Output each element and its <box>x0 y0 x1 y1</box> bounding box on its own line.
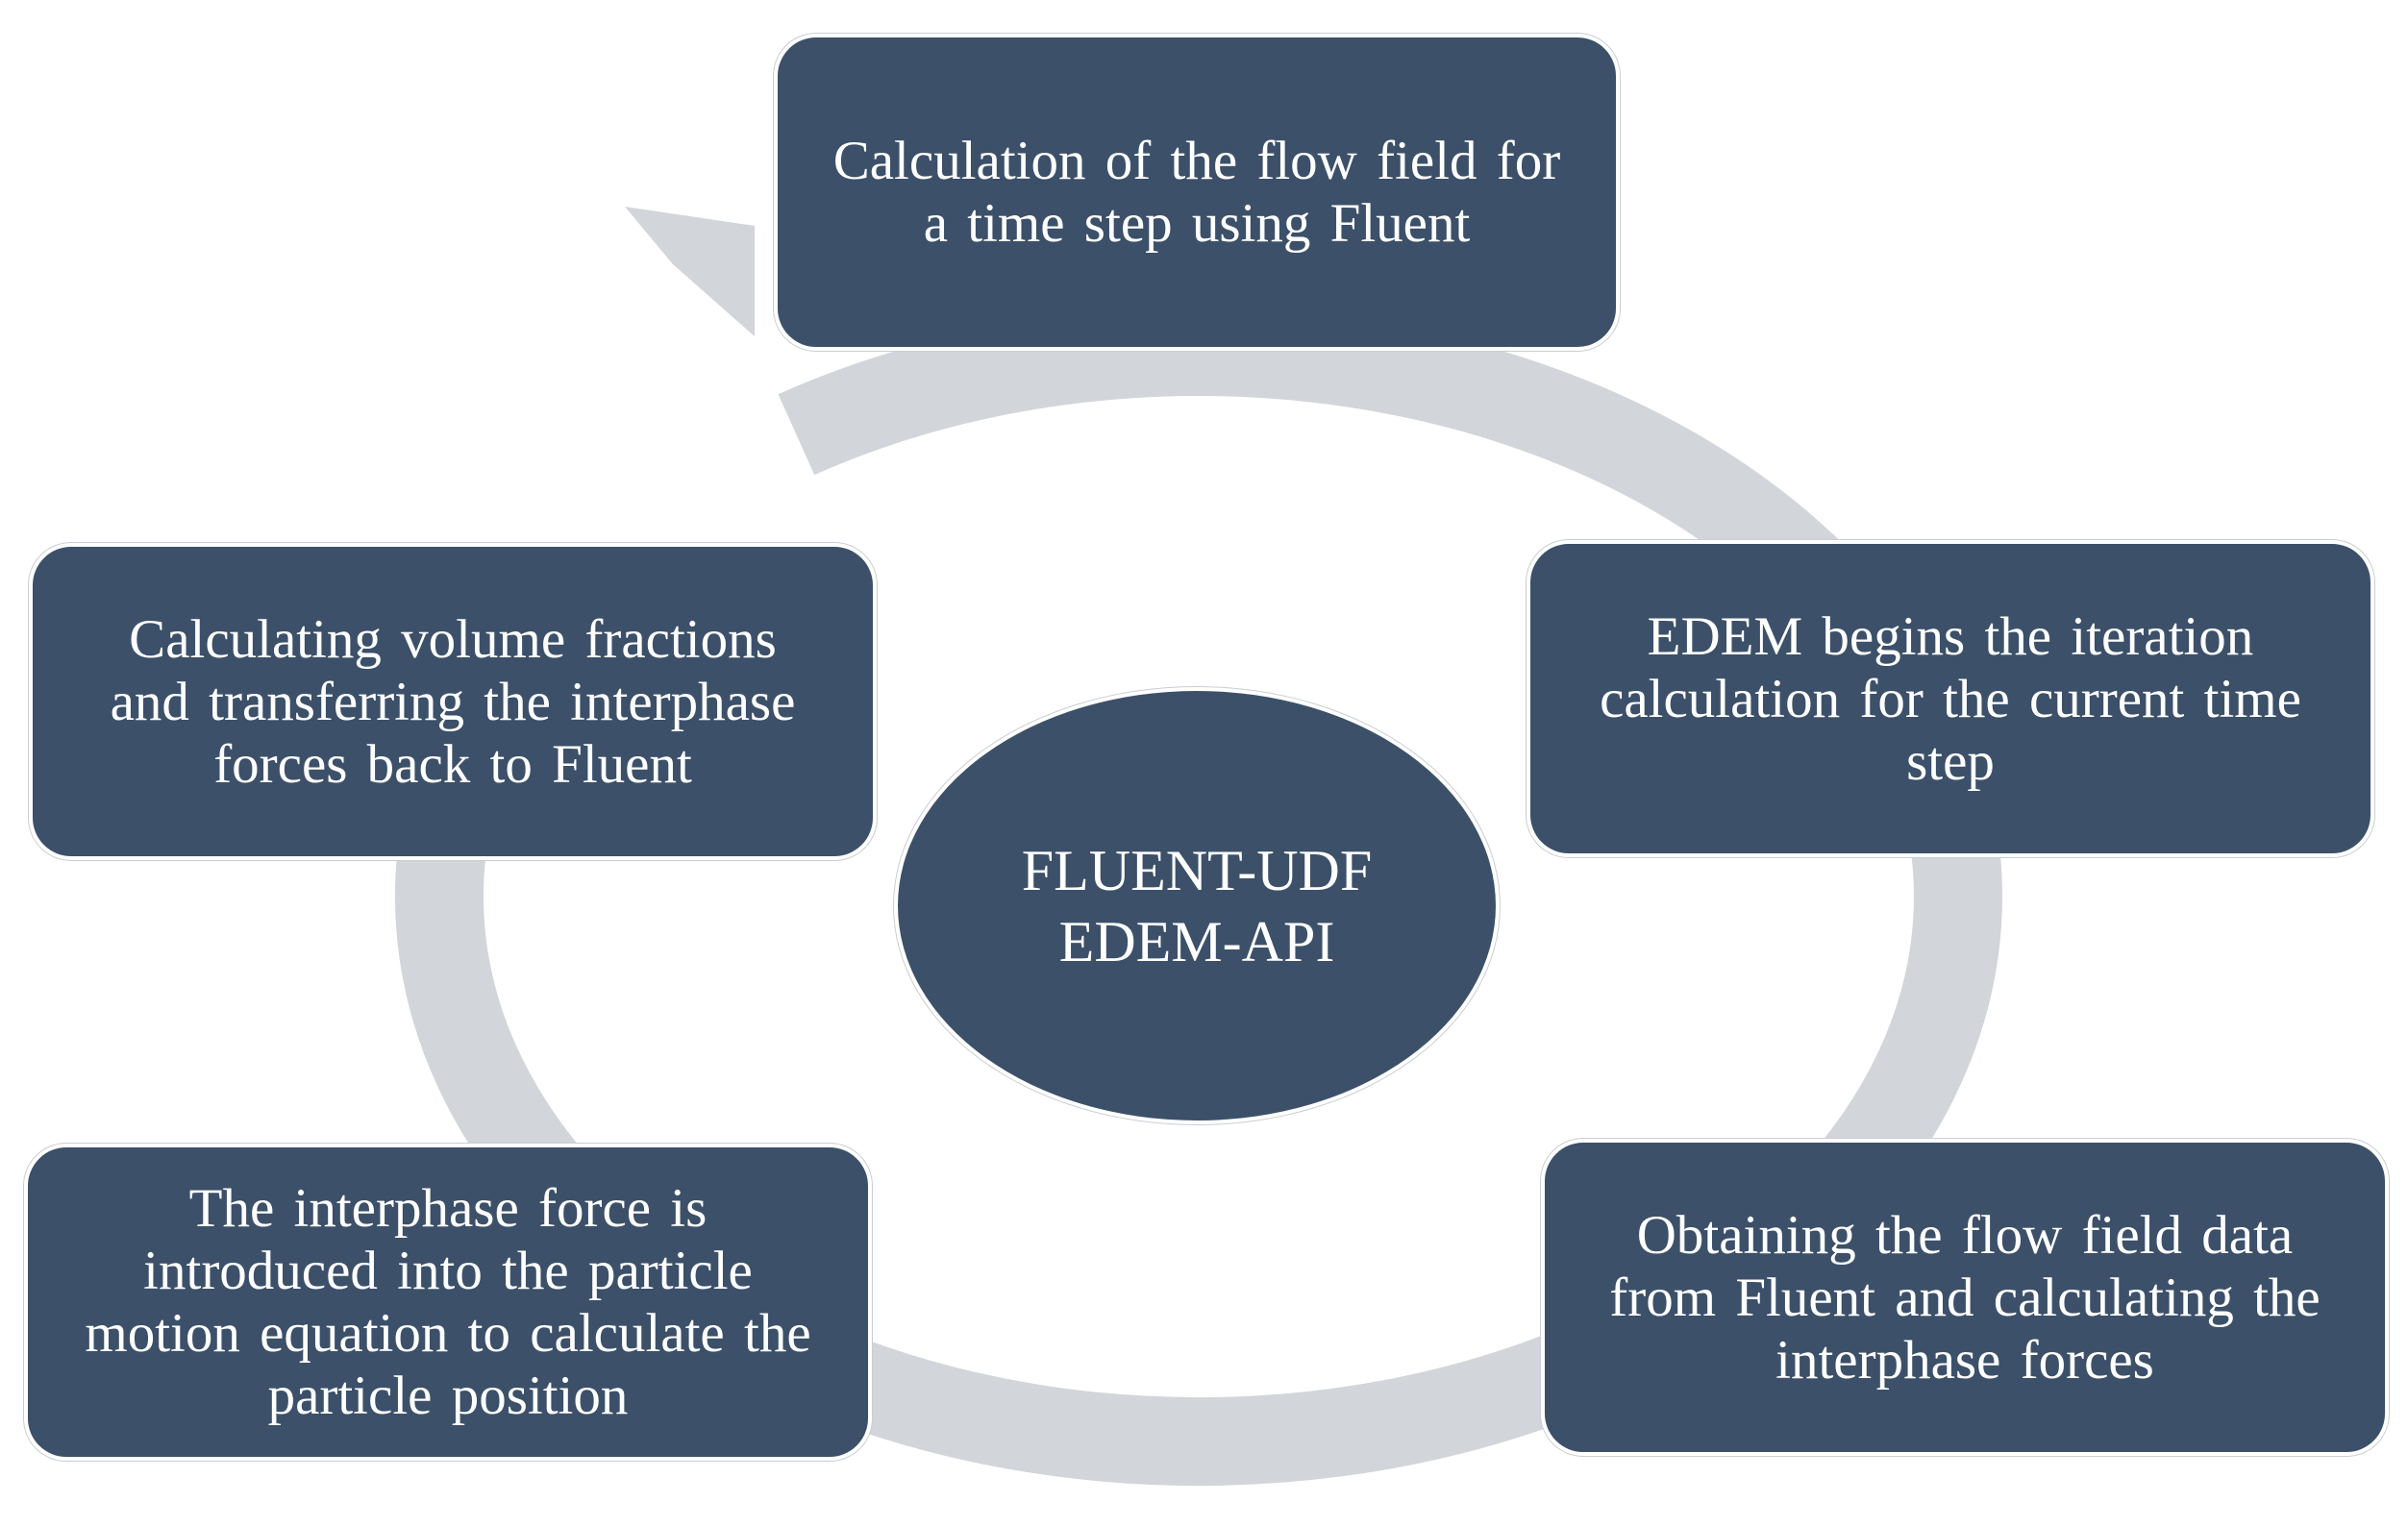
step-edem-iteration: EDEM begins the iteration calculation fo… <box>1527 540 2374 857</box>
step-5-text: Calculating volume fractions and transfe… <box>110 608 796 795</box>
step-particle-motion: The interphase force is introduced into … <box>24 1144 872 1461</box>
step-2-text: EDEM begins the iteration calculation fo… <box>1600 605 2301 792</box>
step-volume-fractions: Calculating volume fractions and transfe… <box>29 543 877 860</box>
center-ellipse: FLUENT-UDF EDEM-API <box>894 687 1500 1124</box>
arrow-head <box>625 207 755 336</box>
step-obtain-flow-field-data: Obtaining the flow field data from Fluen… <box>1541 1139 2389 1456</box>
center-label: FLUENT-UDF EDEM-API <box>1021 838 1373 973</box>
step-flow-field-calculation: Calculation of the flow field for a time… <box>774 34 1620 351</box>
step-1-text: Calculation of the flow field for a time… <box>832 131 1561 254</box>
step-4-text: The interphase force is introduced into … <box>85 1178 811 1426</box>
step-3-text: Obtaining the flow field data from Fluen… <box>1609 1204 2321 1391</box>
